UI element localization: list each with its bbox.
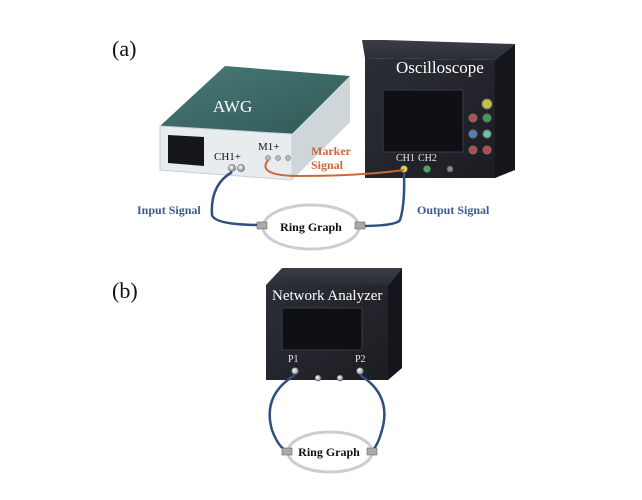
oscilloscope-knob-red-3 xyxy=(482,145,492,155)
p1-cable xyxy=(268,373,296,454)
oscilloscope-knob-blue xyxy=(468,129,478,139)
network-analyzer-port-mid-2 xyxy=(336,374,344,382)
awg-port-ch1-b xyxy=(237,164,245,172)
network-analyzer-top-face xyxy=(266,268,402,285)
oscilloscope-screen xyxy=(382,89,464,153)
marker-signal-label-line2: Signal xyxy=(311,158,344,172)
awg-port-ch1 xyxy=(228,164,236,172)
ring-graph-b: Ring Graph xyxy=(281,430,378,474)
oscilloscope-knob-red xyxy=(468,113,478,123)
oscilloscope-port-ch2 xyxy=(423,165,431,173)
ring-graph-a-connector-left xyxy=(256,221,268,230)
oscilloscope-port-ch1 xyxy=(400,165,408,173)
marker-cable xyxy=(264,159,405,178)
network-analyzer-device: Network Analyzer P1 P2 xyxy=(266,268,402,382)
awg-port-ch1-label: CH1+ xyxy=(214,151,241,163)
ring-graph-a-connector-right xyxy=(354,221,366,230)
network-analyzer-port-mid-1 xyxy=(314,374,322,382)
awg-device: AWG CH1+ M1+ xyxy=(159,66,350,181)
panel-label-a: (a) xyxy=(112,36,136,61)
network-analyzer-screen xyxy=(281,307,363,351)
marker-signal-label-line1: Marker xyxy=(311,144,352,158)
panel-label-b: (b) xyxy=(112,278,138,303)
awg-screen xyxy=(168,135,204,166)
ring-graph-a: Ring Graph xyxy=(256,203,366,251)
oscilloscope-top-face xyxy=(362,40,515,60)
network-analyzer-port-p1 xyxy=(291,367,299,375)
ring-graph-a-label: Ring Graph xyxy=(280,220,342,234)
oscilloscope-device: Oscilloscope CH1 CH2 xyxy=(362,40,515,178)
oscilloscope-knob-teal xyxy=(482,129,492,139)
output-signal-label: Output Signal xyxy=(417,203,490,217)
oscilloscope-port-ch2-label: CH2 xyxy=(418,153,437,164)
oscilloscope-title: Oscilloscope xyxy=(396,58,484,77)
awg-title: AWG xyxy=(213,97,252,116)
oscilloscope-side-face xyxy=(495,44,515,178)
oscilloscope-knob-yellow xyxy=(481,98,493,110)
network-analyzer-port-p2 xyxy=(356,367,364,375)
awg-port-m1-c xyxy=(285,155,291,161)
network-analyzer-side-face xyxy=(388,268,402,380)
awg-top-face xyxy=(160,66,350,134)
awg-port-m1-b xyxy=(275,155,281,161)
oscilloscope-port-ch1-label: CH1 xyxy=(396,153,415,164)
input-cable xyxy=(210,170,263,227)
network-analyzer-port-p1-label: P1 xyxy=(288,354,299,365)
awg-port-m1-label: M1+ xyxy=(258,141,279,153)
input-signal-label: Input Signal xyxy=(137,203,201,217)
output-cable xyxy=(359,172,406,228)
awg-side-face xyxy=(292,76,350,180)
oscilloscope-knob-red-2 xyxy=(468,145,478,155)
network-analyzer-title: Network Analyzer xyxy=(272,288,382,304)
network-analyzer-port-p2-label: P2 xyxy=(355,354,366,365)
awg-port-m1 xyxy=(265,155,271,161)
ring-graph-b-connector-right xyxy=(366,447,378,456)
ring-graph-b-label: Ring Graph xyxy=(298,445,360,459)
ring-graph-b-connector-left xyxy=(281,447,293,456)
oscilloscope-port-extra xyxy=(446,165,454,173)
oscilloscope-knob-green xyxy=(482,113,492,123)
